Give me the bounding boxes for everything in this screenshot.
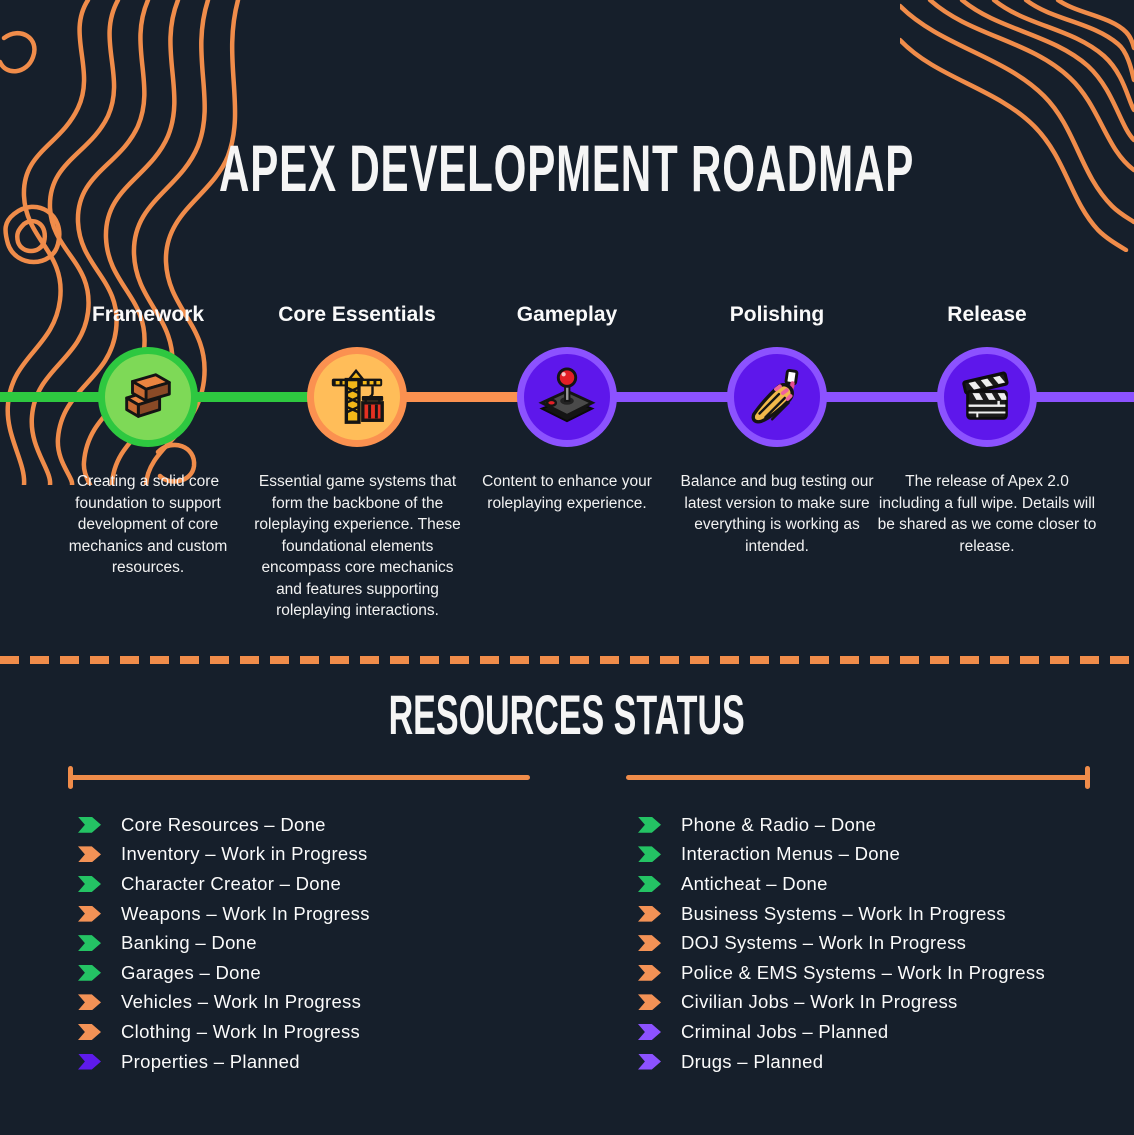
resource-label: Core Resources – Done: [121, 813, 326, 835]
nail-polish-icon: [751, 369, 799, 424]
dashed-divider: [0, 656, 1134, 664]
resource-label: Character Creator – Done: [121, 872, 342, 894]
resource-item: Character Creator – Done: [78, 869, 370, 899]
timeline-segment-orange: [362, 392, 572, 402]
page-title: APEX DEVELOPMENT ROADMAP: [0, 132, 1134, 205]
resource-label: Garages – Done: [121, 961, 261, 983]
resource-item: Business Systems – Work In Progress: [638, 899, 1045, 929]
resource-label: Weapons – Work In Progress: [121, 902, 370, 924]
resource-label: Properties – Planned: [121, 1050, 300, 1072]
stage-circle-framework: [98, 347, 198, 447]
status-arrow-icon: [78, 816, 101, 833]
status-arrow-icon: [78, 1053, 101, 1070]
status-arrow-icon: [638, 816, 661, 833]
stage-description-core-essentials: Essential game systems that form the bac…: [254, 473, 461, 619]
resource-item: Phone & Radio – Done: [638, 810, 1045, 840]
resource-item: Criminal Jobs – Planned: [638, 1017, 1045, 1047]
resource-label: Criminal Jobs – Planned: [681, 1020, 889, 1042]
resource-label: Business Systems – Work In Progress: [681, 902, 1006, 924]
status-arrow-icon: [78, 1023, 101, 1040]
resource-item: Drugs – Planned: [638, 1047, 1045, 1077]
stage-circle-gameplay: [517, 347, 617, 447]
resource-label: Anticheat – Done: [681, 872, 828, 894]
right-rule-tick: [1085, 766, 1090, 789]
resource-item: DOJ Systems – Work In Progress: [638, 928, 1045, 958]
resource-label: Clothing – Work In Progress: [121, 1020, 361, 1042]
status-arrow-icon: [78, 905, 101, 922]
resource-item: Inventory – Work in Progress: [78, 840, 370, 870]
right-rule-line: [626, 775, 1088, 780]
resources-status-title-text: RESOURCES STATUS: [388, 683, 746, 747]
stage-circle-core-essentials: [307, 347, 407, 447]
resource-label: Vehicles – Work In Progress: [121, 991, 362, 1013]
resource-item: Anticheat – Done: [638, 869, 1045, 899]
joystick-icon: [538, 367, 596, 423]
status-arrow-icon: [638, 846, 661, 863]
bricks-icon: [125, 373, 171, 418]
resource-label: Drugs – Planned: [681, 1050, 824, 1072]
stage-description-gameplay: Content to enhance your roleplaying expe…: [482, 473, 652, 512]
status-arrow-icon: [638, 905, 661, 922]
resource-item: Civilian Jobs – Work In Progress: [638, 988, 1045, 1018]
resource-label: Banking – Done: [121, 932, 257, 954]
resource-label: Phone & Radio – Done: [681, 813, 877, 835]
page-title-text: APEX DEVELOPMENT ROADMAP: [219, 132, 915, 206]
resource-item: Banking – Done: [78, 928, 370, 958]
clapperboard-icon: [962, 371, 1009, 420]
status-arrow-icon: [638, 964, 661, 981]
stage-description-framework: Creating a solid core foundation to supp…: [68, 473, 228, 576]
status-arrow-icon: [78, 994, 101, 1011]
resource-item: Interaction Menus – Done: [638, 840, 1045, 870]
resource-label: Police & EMS Systems – Work In Progress: [681, 961, 1045, 983]
resource-item: Weapons – Work In Progress: [78, 899, 370, 929]
resource-label: Inventory – Work in Progress: [121, 843, 368, 865]
topo-contour-top-right-decoration: [900, 0, 1134, 252]
stage-label-polishing: Polishing: [729, 303, 825, 326]
resource-item: Police & EMS Systems – Work In Progress: [638, 958, 1045, 988]
status-arrow-icon: [78, 875, 101, 892]
resource-item: Clothing – Work In Progress: [78, 1017, 370, 1047]
stage-label-gameplay: Gameplay: [516, 303, 618, 326]
resources-status-title: RESOURCES STATUS: [0, 684, 1134, 746]
resource-label: Civilian Jobs – Work In Progress: [681, 991, 958, 1013]
status-arrow-icon: [78, 964, 101, 981]
resource-item: Garages – Done: [78, 958, 370, 988]
timeline-segment-purple: [572, 392, 1134, 402]
resource-label: DOJ Systems – Work In Progress: [681, 932, 967, 954]
stage-label-release: Release: [947, 303, 1027, 326]
resource-item: Core Resources – Done: [78, 810, 370, 840]
status-arrow-icon: [638, 1053, 661, 1070]
status-arrow-icon: [638, 994, 661, 1011]
stage-circle-polishing: [727, 347, 827, 447]
resource-label: Interaction Menus – Done: [681, 843, 901, 865]
status-arrow-icon: [638, 875, 661, 892]
status-arrow-icon: [78, 846, 101, 863]
stage-circle-release: [937, 347, 1037, 447]
status-arrow-icon: [78, 935, 101, 952]
left-rule-line: [68, 775, 530, 780]
resource-item: Vehicles – Work In Progress: [78, 988, 370, 1018]
stage-label-core-essentials: Core Essentials: [278, 303, 436, 326]
construction-crane-icon: [331, 368, 384, 424]
stage-description-release: The release of Apex 2.0 including a full…: [877, 473, 1097, 555]
status-arrow-icon: [638, 1023, 661, 1040]
status-arrow-icon: [638, 935, 661, 952]
stage-description-polishing: Balance and bug testing our latest versi…: [680, 473, 874, 555]
stage-label-framework: Framework: [91, 303, 205, 326]
resource-item: Properties – Planned: [78, 1047, 370, 1077]
